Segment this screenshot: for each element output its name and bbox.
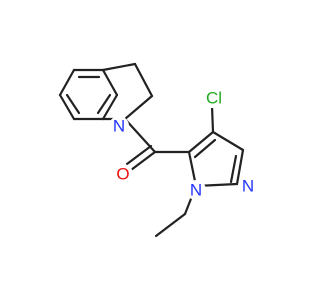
- atom-label-n: N: [190, 181, 202, 200]
- bond: [211, 130, 245, 152]
- bond: [58, 93, 76, 121]
- bond-inner: [229, 154, 238, 184]
- bond: [101, 68, 119, 97]
- bond: [101, 62, 137, 72]
- atom-labels: N O Cl N N: [109, 88, 258, 200]
- bond: [58, 68, 76, 97]
- atom-label-o: O: [116, 165, 129, 184]
- atom-pyrazole-nitrogen-1: N: [186, 180, 206, 200]
- bond: [154, 212, 187, 238]
- bond: [235, 148, 245, 186]
- bond: [129, 150, 157, 172]
- bond: [123, 94, 154, 121]
- bond: [210, 104, 215, 134]
- bond: [125, 144, 153, 166]
- atom-chlorine: Cl: [200, 88, 228, 108]
- chemical-structure-diagram: N O Cl N N: [58, 62, 258, 238]
- bond: [101, 93, 119, 121]
- atom-label-n: N: [113, 117, 125, 136]
- atom-label-n: N: [242, 177, 254, 196]
- bond-inner: [65, 93, 81, 115]
- atom-carbonyl-oxygen: O: [113, 164, 133, 184]
- bond: [133, 62, 154, 98]
- atom-indoline-nitrogen: N: [109, 116, 129, 136]
- bond-inner: [193, 138, 217, 159]
- structure-canvas: N O Cl N N: [58, 62, 258, 238]
- atom-pyrazole-nitrogen-2: N: [238, 176, 258, 196]
- atom-label-cl: Cl: [206, 89, 222, 108]
- bond: [187, 130, 215, 154]
- bond-inner: [96, 93, 112, 115]
